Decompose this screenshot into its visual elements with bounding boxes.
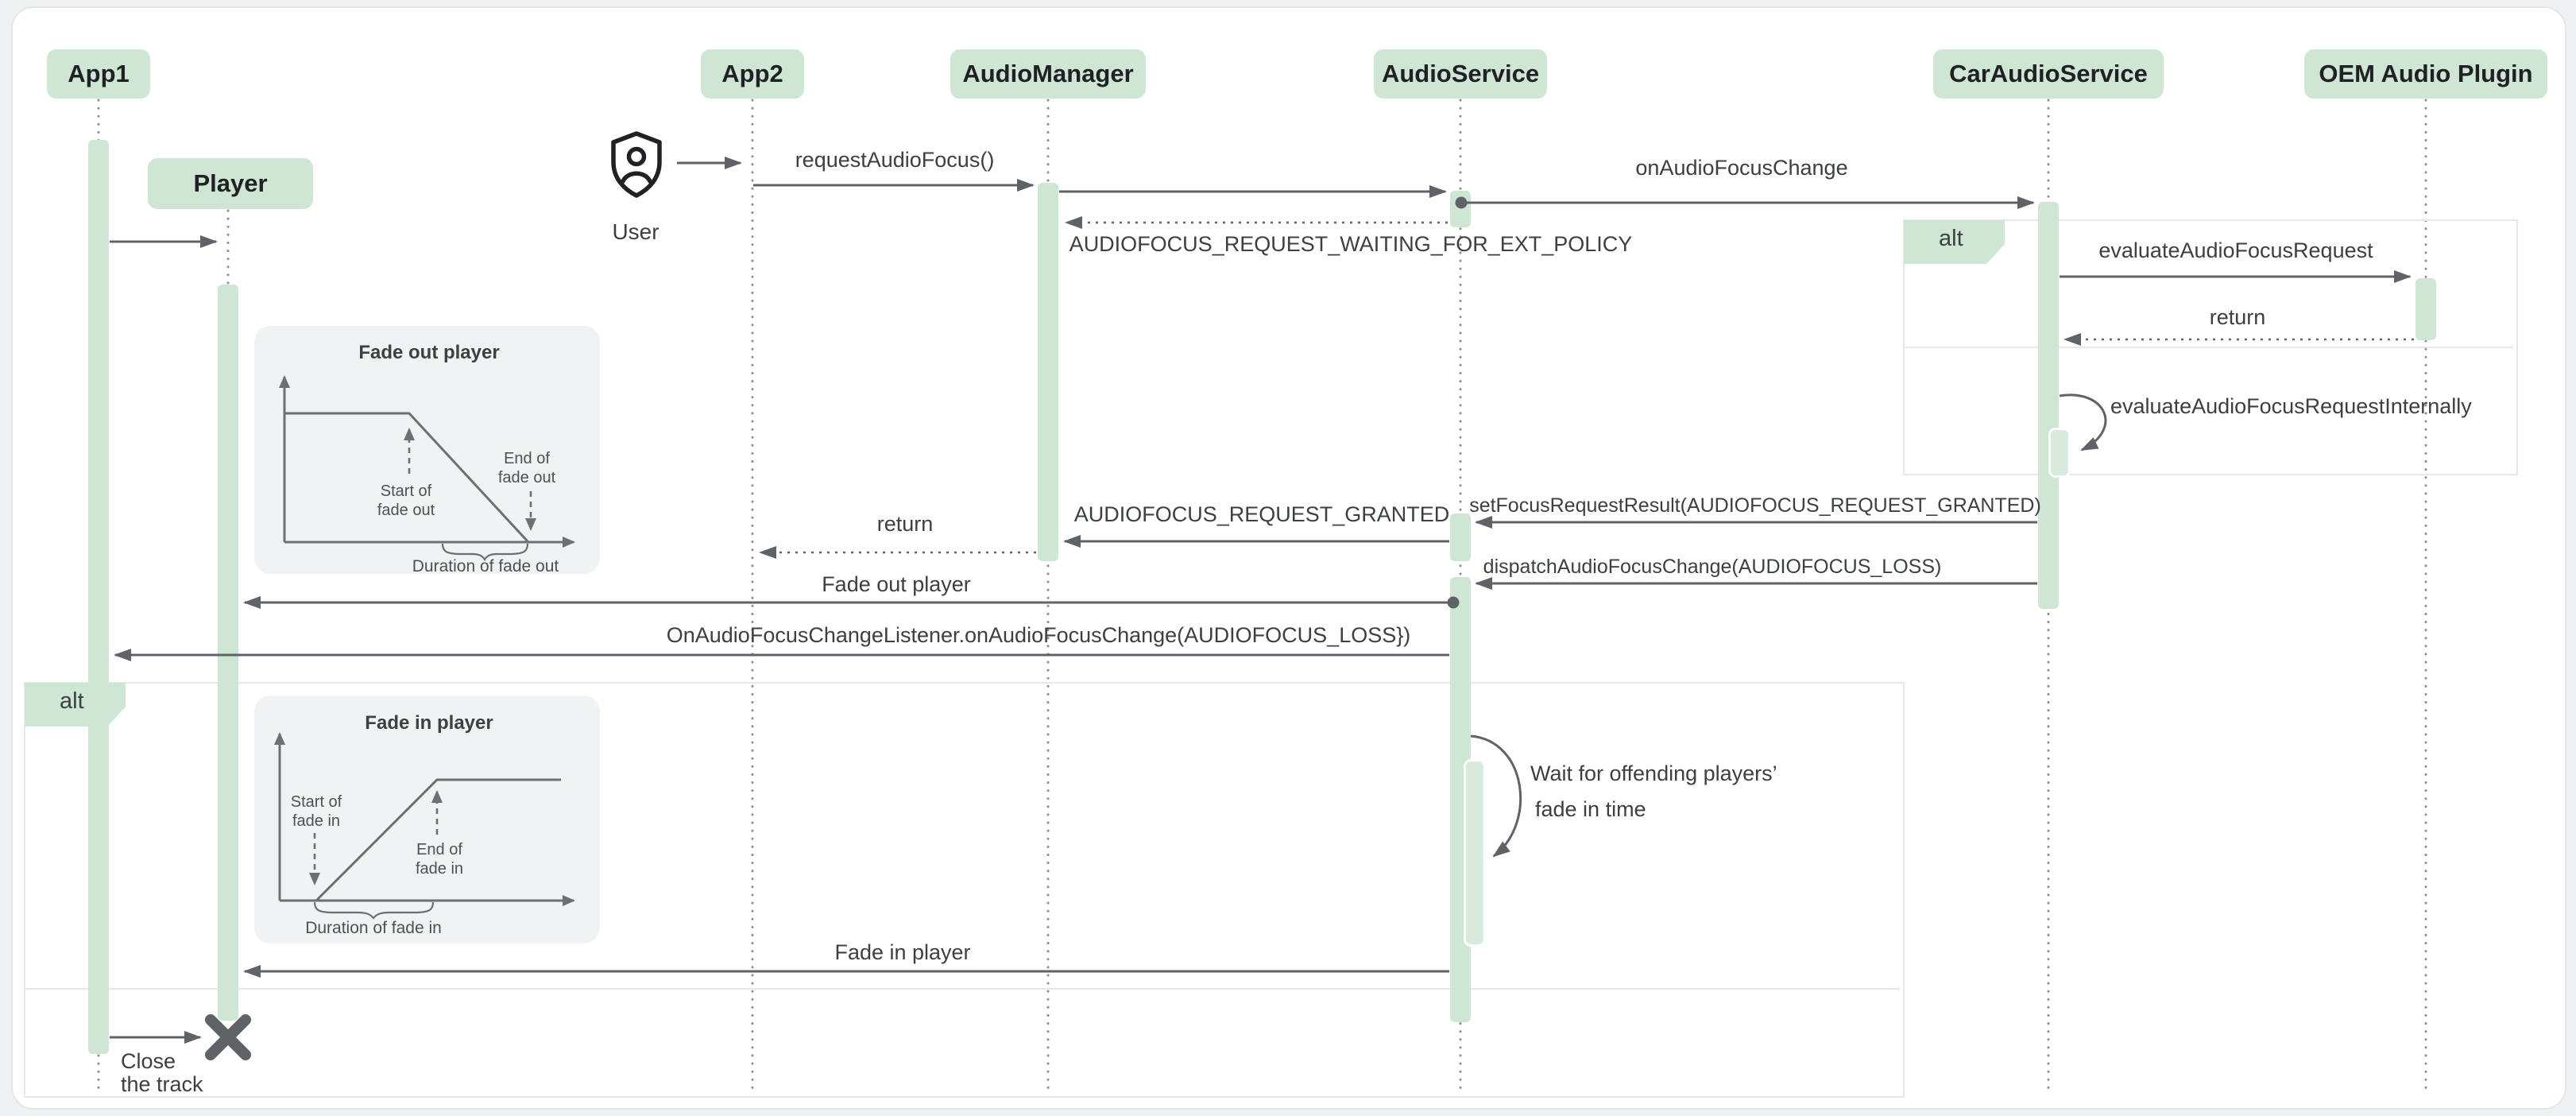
message-request-audio-focus: requestAudioFocus()	[795, 148, 995, 172]
alt-fragment-left-label: alt	[25, 683, 126, 727]
fade-out-end-line1: End of	[504, 450, 550, 467]
activation-audioservice-nested	[1464, 759, 1486, 947]
participant-audioservice: AudioService	[1374, 49, 1547, 99]
fade-out-start-line1: Start of	[380, 482, 432, 500]
activation-caraudioservice-nested	[2048, 428, 2071, 478]
message-fade-out-player: Fade out player	[822, 572, 971, 596]
message-on-audio-focus-change: onAudioFocusChange	[1635, 156, 1848, 180]
fade-in-duration: Duration of fade in	[305, 919, 442, 937]
note-close-line2: the track	[121, 1072, 203, 1096]
participant-label: AudioManager	[962, 60, 1134, 87]
message-waiting-ext-policy: AUDIOFOCUS_REQUEST_WAITING_FOR_EXT_POLIC…	[1069, 232, 1633, 256]
activation-app1	[88, 140, 109, 1054]
message-set-focus-request-result: setFocusRequestResult(AUDIOFOCUS_REQUEST…	[1469, 494, 2041, 517]
message-audiofocus-request-granted: AUDIOFOCUS_REQUEST_GRANTED	[1073, 502, 1450, 526]
participant-app1: App1	[47, 49, 150, 99]
alt-fragment-right	[1903, 219, 2518, 475]
participant-caraudioservice: CarAudioService	[1933, 49, 2164, 99]
actor-user-label: User	[612, 219, 659, 244]
message-evaluate-audio-focus-request: evaluateAudioFocusRequest	[2098, 238, 2373, 262]
note-close-line1: Close	[121, 1049, 176, 1073]
message-return-right: return	[2209, 305, 2266, 329]
participant-label: AudioService	[1381, 60, 1540, 87]
note-wait-line2: fade in time	[1535, 797, 1646, 821]
alt-fragment-right-divider	[1905, 347, 2513, 348]
participant-label: CarAudioService	[1949, 60, 2148, 87]
fade-in-end-line1: End of	[416, 841, 462, 858]
participant-label: App1	[68, 60, 130, 87]
fade-in-end-line2: fade in	[415, 860, 464, 878]
alt-fragment-left	[24, 682, 1905, 1098]
message-listener-on-change: OnAudioFocusChangeListener.onAudioFocusC…	[666, 623, 1411, 647]
participant-label: App2	[721, 60, 783, 87]
participant-oem-audio-plugin: OEM Audio Plugin	[2304, 49, 2547, 99]
fade-out-duration: Duration of fade out	[412, 557, 559, 575]
fade-out-end-line2: fade out	[497, 469, 556, 486]
fade-out-start-line2: fade out	[377, 502, 435, 519]
activation-oem-plugin	[2415, 278, 2436, 340]
participant-app2: App2	[701, 49, 804, 99]
message-dispatch-audio-focus-change: dispatchAudioFocusChange(AUDIOFOCUS_LOSS…	[1483, 556, 1942, 578]
activation-audioservice-1	[1450, 191, 1471, 227]
activation-audiomanager	[1038, 183, 1058, 561]
message-return-left: return	[876, 512, 934, 536]
participant-label: OEM Audio Plugin	[2319, 60, 2533, 87]
activation-audioservice-2	[1450, 513, 1471, 561]
alt-label: alt	[60, 688, 84, 714]
fade-in-title: Fade in player	[365, 712, 493, 734]
participant-audiomanager: AudioManager	[950, 49, 1146, 99]
alt-fragment-left-divider	[25, 988, 1900, 990]
message-evaluate-internally: evaluateAudioFocusRequestInternally	[2110, 394, 2472, 418]
message-fade-in-player: Fade in player	[834, 940, 971, 964]
object-label: Player	[193, 169, 268, 197]
object-player: Player	[148, 158, 313, 209]
alt-label: alt	[1939, 226, 1963, 251]
activation-caraudioservice	[2038, 202, 2059, 609]
fade-in-start-line2: fade in	[292, 812, 341, 830]
fade-in-start-line1: Start of	[290, 793, 342, 811]
fade-out-title: Fade out player	[358, 342, 500, 363]
note-wait-line1: Wait for offending players’	[1530, 761, 1777, 785]
activation-player	[218, 285, 238, 1021]
alt-fragment-right-label: alt	[1904, 220, 2005, 264]
